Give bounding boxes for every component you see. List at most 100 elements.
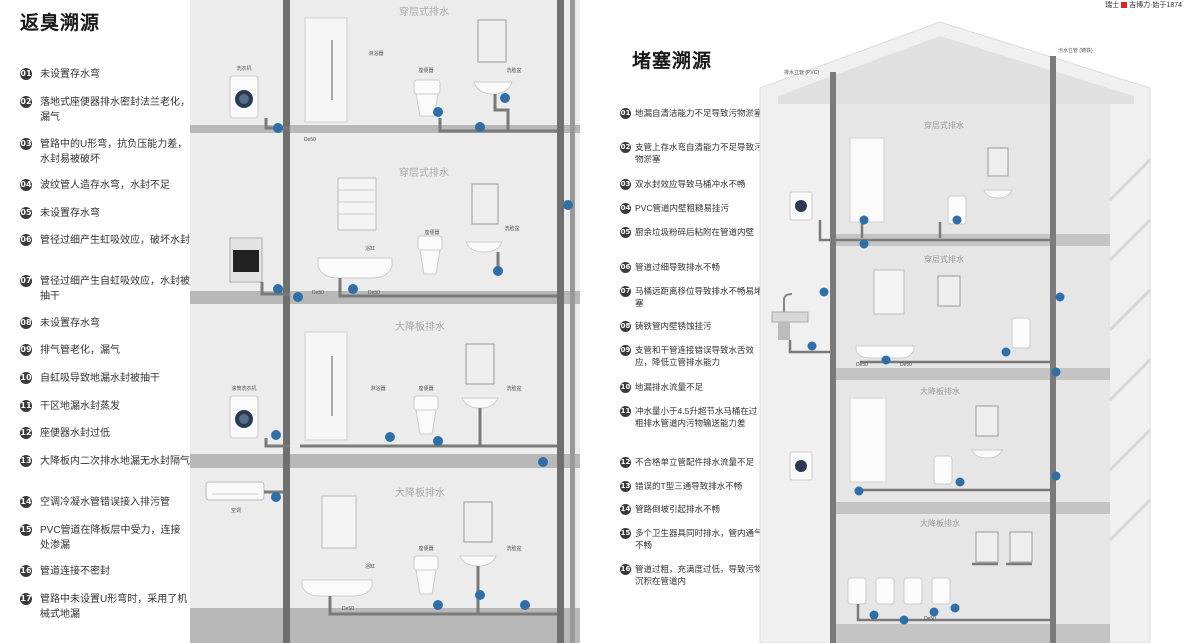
number-badge: 09 [620, 345, 631, 356]
number-badge: 14 [620, 504, 631, 515]
washer-icon [229, 395, 259, 439]
basin-icon [971, 449, 1003, 459]
svg-text:洗衣机: 洗衣机 [236, 65, 251, 72]
odor-diagram: 穿层式排水 穿层式排水 大降板排水 大降板排水 洗衣机 淋浴器 座便器 洗脸盆 … [190, 0, 580, 643]
number-badge: 07 [20, 275, 32, 287]
number-badge: 03 [620, 179, 631, 190]
floor-1-label: 穿层式排水 [399, 5, 449, 18]
cast-stack-label: 污水立管 (铸铁) [1058, 47, 1093, 54]
number-badge: 09 [20, 344, 32, 356]
cause-text: 冲水量小于4.5升超节水马桶在过粗排水管道内污物输送能力差 [635, 406, 758, 428]
cause-text: 管路中未设置U形弯时，采用了机械式地漏 [40, 594, 188, 620]
slab [835, 502, 1110, 514]
number-badge: 04 [20, 179, 32, 191]
number-badge: 01 [20, 68, 32, 80]
marker-group [807, 215, 1065, 625]
cause-text: 座便器水封过低 [40, 428, 110, 439]
roof [778, 36, 1134, 104]
number-badge: 16 [20, 565, 32, 577]
mirror-icon [471, 183, 499, 225]
number-badge: 15 [620, 528, 631, 539]
svg-text:浴缸: 浴缸 [365, 563, 375, 570]
mirror-icon [1009, 531, 1033, 563]
blockage-item: 09 支管和干管连接错误导致水舌效应，降低立管排水能力 [620, 344, 765, 368]
number-badge: 06 [20, 234, 32, 246]
number-badge: 11 [20, 400, 32, 412]
cause-text: 厨余垃圾粉碎后粘附在管道内壁 [635, 227, 755, 237]
toilet-icon [1011, 317, 1031, 349]
title-blockage-source: 堵塞溯源 [632, 51, 713, 72]
svg-text:空调: 空调 [231, 507, 241, 514]
svg-text:洗脸盆: 洗脸盆 [506, 545, 521, 552]
basin-icon [465, 241, 503, 253]
number-badge: 05 [20, 207, 32, 219]
number-badge: 01 [620, 108, 631, 119]
number-badge: 07 [620, 286, 631, 297]
number-badge: 16 [620, 564, 631, 575]
cause-text: 管道过粗，充满度过低，导致污物沉积在管道内 [635, 564, 763, 586]
cause-text: 大降板内二次排水地漏无水封隔气 [40, 456, 190, 467]
number-badge: 08 [20, 317, 32, 329]
slab [835, 368, 1110, 380]
cause-text: 干区地漏水封蒸发 [40, 401, 120, 412]
mirror-icon [937, 275, 961, 307]
bathtub-icon [317, 257, 393, 279]
cause-text: 错误的T型三通导致排水不畅 [635, 481, 743, 491]
washer-icon [229, 75, 259, 119]
bathtub-icon [855, 345, 915, 359]
cause-text: 管道连接不密封 [40, 566, 110, 577]
svg-text:浴缸: 浴缸 [365, 245, 375, 252]
cause-text: PVC管道内壁粗糙易挂污 [635, 203, 729, 213]
blockage-item: 01 地漏自清洁能力不足导致污物淤塞 [620, 107, 765, 119]
svg-text:座便器: 座便器 [418, 385, 433, 392]
shower-icon [304, 17, 348, 123]
blockage-item: 11 冲水量小于4.5升超节水马桶在过粗排水管道内污物输送能力差 [620, 405, 765, 429]
blockage-item: 03 双水封效应导致马桶冲水不畅 [620, 178, 765, 190]
number-badge: 03 [20, 138, 32, 150]
cause-text: 排气管老化，漏气 [40, 345, 120, 356]
cause-text: 铸铁管内壁锈蚀挂污 [635, 321, 712, 331]
cause-text: 未设置存水弯 [40, 318, 100, 329]
shower-icon [849, 397, 887, 483]
mirror-icon [987, 147, 1009, 177]
cause-text: 支管和干管连接错误导致水舌效应，降低立管排水能力 [635, 345, 755, 367]
cast-iron-stack [1050, 56, 1056, 643]
number-badge: 14 [20, 496, 32, 508]
cause-text: 地漏自清洁能力不足导致污物淤塞 [635, 108, 763, 118]
basin-icon [473, 81, 513, 95]
floor-4-label: 大降板排水 [395, 486, 445, 499]
r-floor-2-label: 穿层式排水 [924, 254, 964, 264]
cause-text: 双水封效应导致马桶冲水不畅 [635, 179, 746, 189]
svg-text:De50: De50 [342, 606, 354, 612]
number-badge: 11 [620, 406, 631, 417]
number-badge: 10 [620, 382, 631, 393]
stove-icon [229, 237, 263, 283]
svg-text:De50: De50 [856, 362, 868, 368]
svg-text:De50: De50 [900, 362, 912, 368]
washer-icon [789, 451, 813, 481]
number-badge: 06 [620, 262, 631, 273]
cause-text: 多个卫生器具同时排水，管内通气不畅 [635, 528, 763, 550]
svg-text:De50: De50 [312, 290, 324, 296]
mirror-icon [975, 405, 999, 437]
kitchen-sink-icon [771, 293, 809, 340]
slab [835, 624, 1110, 643]
svg-text:De50: De50 [304, 137, 316, 143]
svg-text:座便器: 座便器 [418, 545, 433, 552]
odor-item: 16 管道连接不密封 [20, 564, 190, 579]
number-badge: 12 [620, 457, 631, 468]
